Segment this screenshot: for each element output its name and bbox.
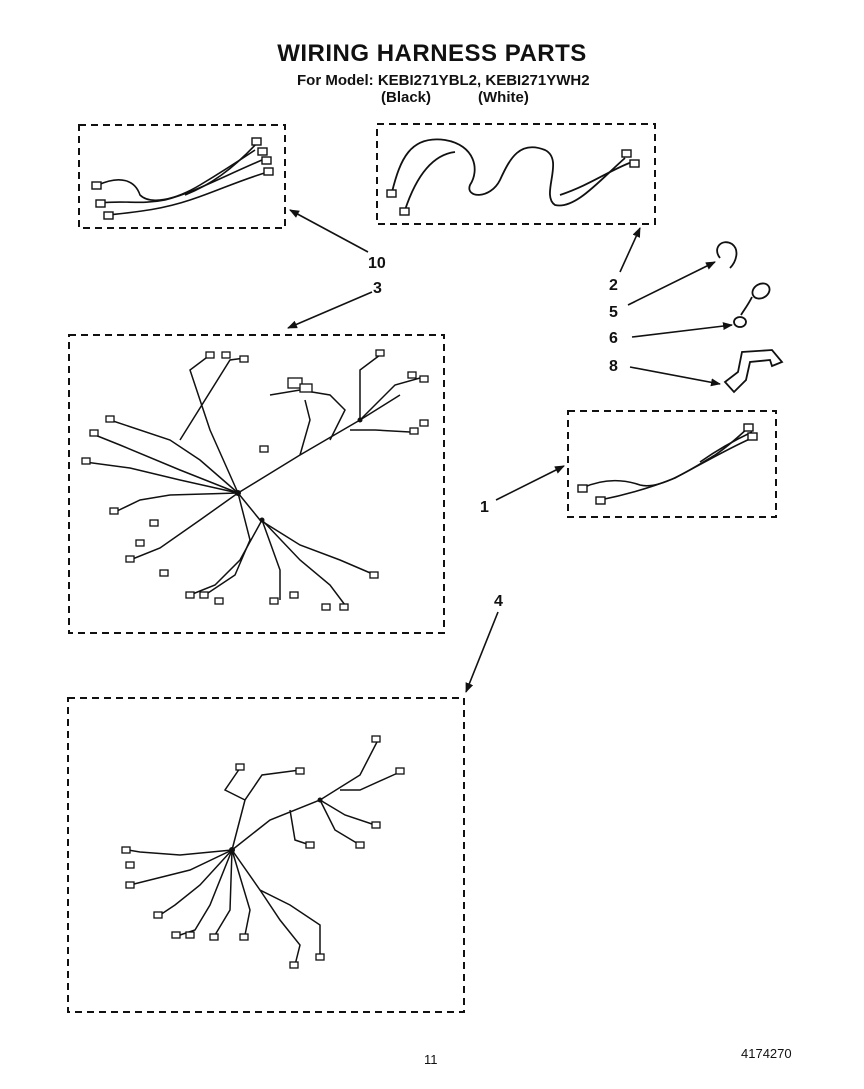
callout-8: 8 — [609, 358, 618, 375]
harness-1-box[interactable] — [567, 410, 777, 518]
callout-5: 5 — [609, 304, 618, 321]
callout-2: 2 — [609, 277, 618, 294]
clip-part[interactable] — [716, 241, 738, 269]
variant-black-label: (Black) — [381, 89, 432, 106]
bracket-part[interactable] — [723, 349, 784, 394]
harness-4-box[interactable] — [67, 697, 465, 1013]
callout-4: 4 — [494, 593, 503, 610]
page-number: 11 — [424, 1052, 438, 1067]
callout-1: 1 — [480, 499, 489, 516]
callout-arrows — [287, 209, 733, 693]
harness-10-box[interactable] — [78, 124, 286, 229]
ground-strap-part[interactable] — [733, 280, 772, 328]
harness-2-box[interactable] — [376, 123, 656, 225]
document-number: 4174270 — [741, 1046, 792, 1061]
page-title: WIRING HARNESS PARTS — [277, 40, 587, 67]
callout-10: 10 — [368, 255, 386, 272]
main-harness-3-box[interactable] — [68, 334, 445, 634]
model-line: For Model: KEBI271YBL2, KEBI271YWH2 — [297, 72, 590, 89]
callout-3: 3 — [373, 280, 382, 297]
variant-white-label: (White) — [478, 89, 529, 106]
callout-6: 6 — [609, 330, 618, 347]
